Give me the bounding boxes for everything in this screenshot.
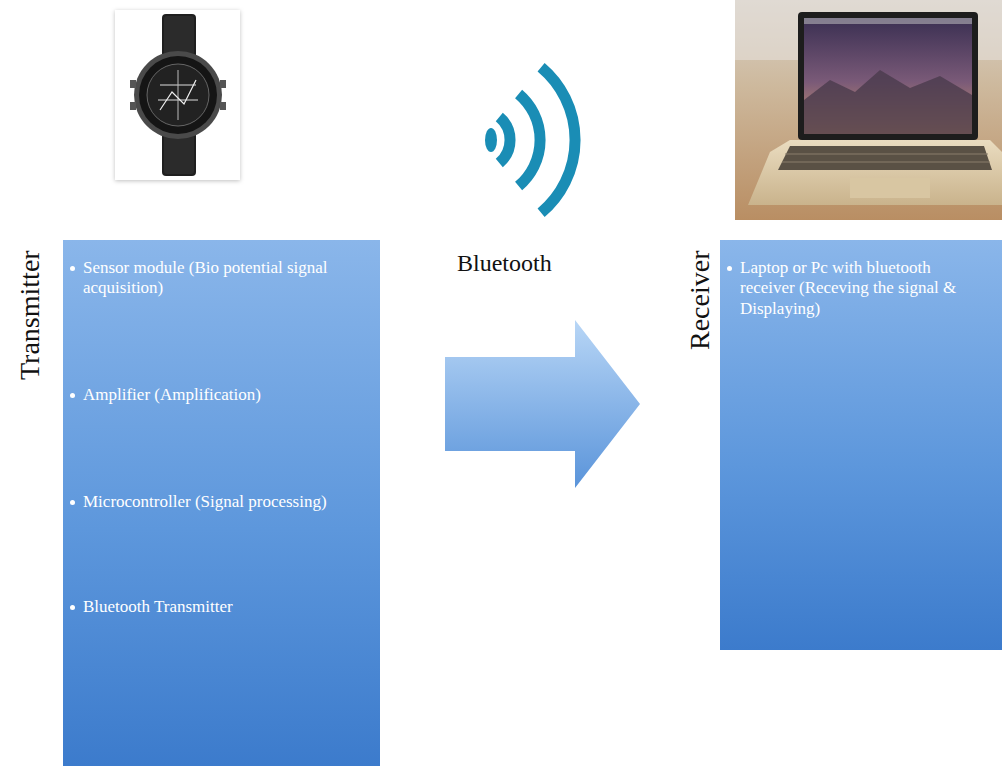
bullet-dot	[70, 393, 75, 398]
bullet-dot	[727, 266, 732, 271]
bullet-dot	[70, 605, 75, 610]
block-panel: ReceiverLaptop or Pc with bluetooth rece…	[720, 240, 1002, 650]
bullet-text: Microcontroller (Signal processing)	[83, 492, 333, 512]
bullet-text: Amplifier (Amplification)	[83, 385, 333, 405]
laptop-picture	[735, 0, 1002, 220]
watch-picture	[115, 10, 240, 180]
wireless-icon	[485, 67, 575, 213]
bullet-dot	[70, 500, 75, 505]
bullet-text: Bluetooth Transmitter	[83, 597, 333, 617]
bullet-text: Laptop or Pc with bluetooth receiver (Re…	[740, 258, 985, 319]
bullet-dot	[70, 266, 75, 271]
block-panel: TransmitterSensor module (Bio potential …	[63, 240, 380, 766]
link-label: Bluetooth	[457, 250, 552, 278]
section-heading: Transmitter	[14, 250, 46, 380]
bullet-text: Sensor module (Bio potential signal acqu…	[83, 258, 333, 299]
section-heading: Receiver	[684, 251, 716, 351]
block-arrow	[445, 320, 640, 488]
